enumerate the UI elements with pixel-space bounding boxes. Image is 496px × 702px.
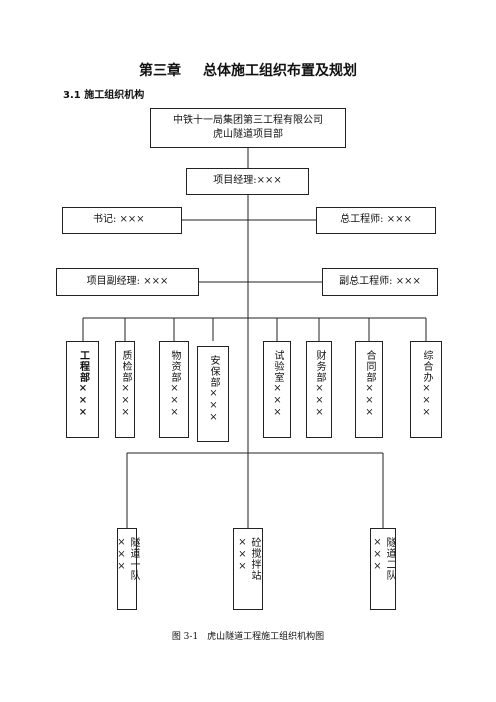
department-general-office: 综合办××× <box>410 341 442 438</box>
department-label: 财务部××× <box>314 350 325 419</box>
department-label: 试验室××× <box>272 350 283 419</box>
secretary-box: 书记: ××× <box>62 207 182 234</box>
department-label: 物资部××× <box>169 350 180 419</box>
department-materials: 物资部××× <box>159 341 189 438</box>
project-department-name: 虎山隧道项目部 <box>213 129 283 140</box>
department-safety: 安保部××× <box>197 346 229 442</box>
company-name: 中铁十一局集团第三工程有限公司 <box>173 114 323 126</box>
department-contracts: 合同部××× <box>355 341 383 438</box>
team-label: 隧道二队××× <box>372 537 395 581</box>
department-label: 质检部××× <box>120 350 131 419</box>
department-label: 工程部××× <box>77 350 89 419</box>
department-finance: 财务部××× <box>306 341 332 438</box>
deputy-chief-engineer-box: 副总工程师: ××× <box>322 268 438 296</box>
deputy-manager-box: 项目副经理: ××× <box>56 268 199 296</box>
chapter-heading: 总体施工组织布置及规划 <box>203 63 357 79</box>
project-manager-box: 项目经理:××× <box>186 168 309 195</box>
team-concrete-plant: 砼搅拌站××× <box>233 528 263 610</box>
chapter-number: 第三章 <box>139 63 181 79</box>
team-label: 砼搅拌站××× <box>237 537 260 581</box>
department-label: 综合办××× <box>421 350 432 419</box>
chief-engineer-box: 总工程师: ××× <box>316 207 436 234</box>
department-label: 安保部××× <box>208 355 219 424</box>
company-box: 中铁十一局集团第三工程有限公司 虎山隧道项目部 <box>150 108 346 148</box>
department-engineering: 工程部××× <box>66 341 99 438</box>
team-tunnel-2: 隧道二队××× <box>370 528 396 610</box>
figure-caption: 图 3-1 虎山隧道工程施工组织机构图 <box>171 632 325 642</box>
section-heading: 3.1 施工组织机构 <box>63 90 145 101</box>
team-label: 隧道一队××× <box>116 537 139 581</box>
department-label: 合同部××× <box>364 350 375 419</box>
chapter-title: 第三章 总体施工组织布置及规划 <box>0 60 496 80</box>
department-laboratory: 试验室××× <box>263 341 291 438</box>
department-quality: 质检部××× <box>115 341 135 438</box>
team-tunnel-1: 隧道一队××× <box>116 528 139 610</box>
